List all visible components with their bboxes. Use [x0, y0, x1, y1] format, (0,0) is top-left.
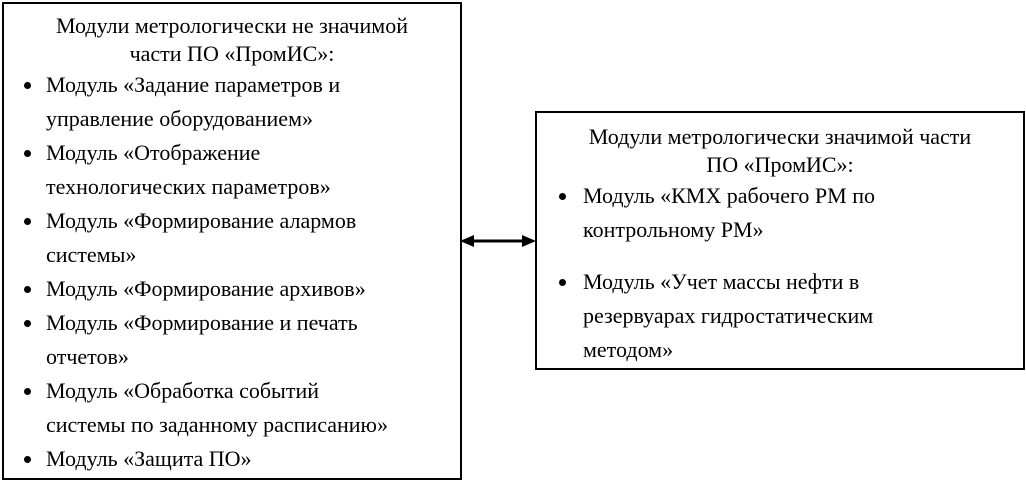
- metrological-modules-box: Модули метрологически значимой части ПО …: [535, 111, 1025, 370]
- list-item: Модуль «Защита ПО»: [4, 442, 460, 476]
- bullet-icon: [24, 82, 31, 89]
- left-box-title: Модули метрологически не значимой части …: [4, 12, 460, 68]
- bullet-icon: [24, 320, 31, 327]
- bullet-icon: [24, 286, 31, 293]
- right-title-line: ПО «ПромИС»:: [706, 152, 854, 177]
- bullet-icon: [24, 456, 31, 463]
- arrow-head-right: [522, 235, 536, 247]
- bidirectional-arrow-icon: [460, 235, 536, 247]
- right-title-line: Модули метрологически значимой части: [588, 124, 972, 149]
- item-line: управление оборудованием»: [46, 106, 313, 131]
- list-item: Модуль «Обработка событий системы по зада…: [4, 374, 460, 442]
- item-line: Модуль «Обработка событий: [46, 378, 320, 403]
- list-item: Модуль «КМХ рабочего РМ по контрольному Р…: [537, 179, 1023, 247]
- item-line: Модуль «Формирование и печать: [46, 310, 358, 335]
- item-line: контрольному РМ»: [583, 217, 764, 242]
- item-line: Модуль «Формирование архивов»: [46, 276, 366, 301]
- list-item: Модуль «Формирование и печать отчетов»: [4, 306, 460, 374]
- item-line: Модуль «Отображение: [46, 140, 261, 165]
- right-box-title: Модули метрологически значимой части ПО …: [537, 123, 1023, 179]
- item-line: Модуль «Формирование алармов: [46, 208, 357, 233]
- list-item: Модуль «Отображение технологических парам…: [4, 136, 460, 204]
- item-line: Модуль «Защита ПО»: [46, 446, 252, 471]
- item-line: Модуль «Учет массы нефти в: [583, 269, 860, 294]
- item-line: резервуарах гидростатическим: [583, 303, 874, 328]
- item-line: технологических параметров»: [46, 174, 331, 199]
- list-item: Модуль «Формирование алармов системы»: [4, 204, 460, 272]
- arrow-head-left: [460, 235, 474, 247]
- list-item: Модуль «Учет массы нефти в резервуарах ги…: [537, 265, 1023, 367]
- right-module-list: Модуль «КМХ рабочего РМ по контрольному Р…: [537, 179, 1023, 367]
- left-title-line: части ПО «ПромИС»:: [129, 41, 335, 66]
- item-line: отчетов»: [46, 344, 129, 369]
- item-line: Модуль «КМХ рабочего РМ по: [583, 183, 876, 208]
- list-item: Модуль «Задание параметров и управление о…: [4, 68, 460, 136]
- bullet-icon: [24, 150, 31, 157]
- bullet-icon: [24, 218, 31, 225]
- non-metrological-modules-box: Модули метрологически не значимой части …: [2, 2, 462, 480]
- bullet-icon: [24, 388, 31, 395]
- list-item: Модуль «Формирование архивов»: [4, 272, 460, 306]
- left-title-line: Модули метрологически не значимой: [56, 13, 408, 38]
- left-module-list: Модуль «Задание параметров и управление о…: [4, 68, 460, 476]
- item-line: системы»: [46, 242, 137, 267]
- bullet-icon: [559, 193, 566, 200]
- item-line: системы по заданному расписанию»: [46, 412, 388, 437]
- item-line: Модуль «Задание параметров и: [46, 72, 341, 97]
- bullet-icon: [559, 279, 566, 286]
- item-line: методом»: [583, 337, 674, 362]
